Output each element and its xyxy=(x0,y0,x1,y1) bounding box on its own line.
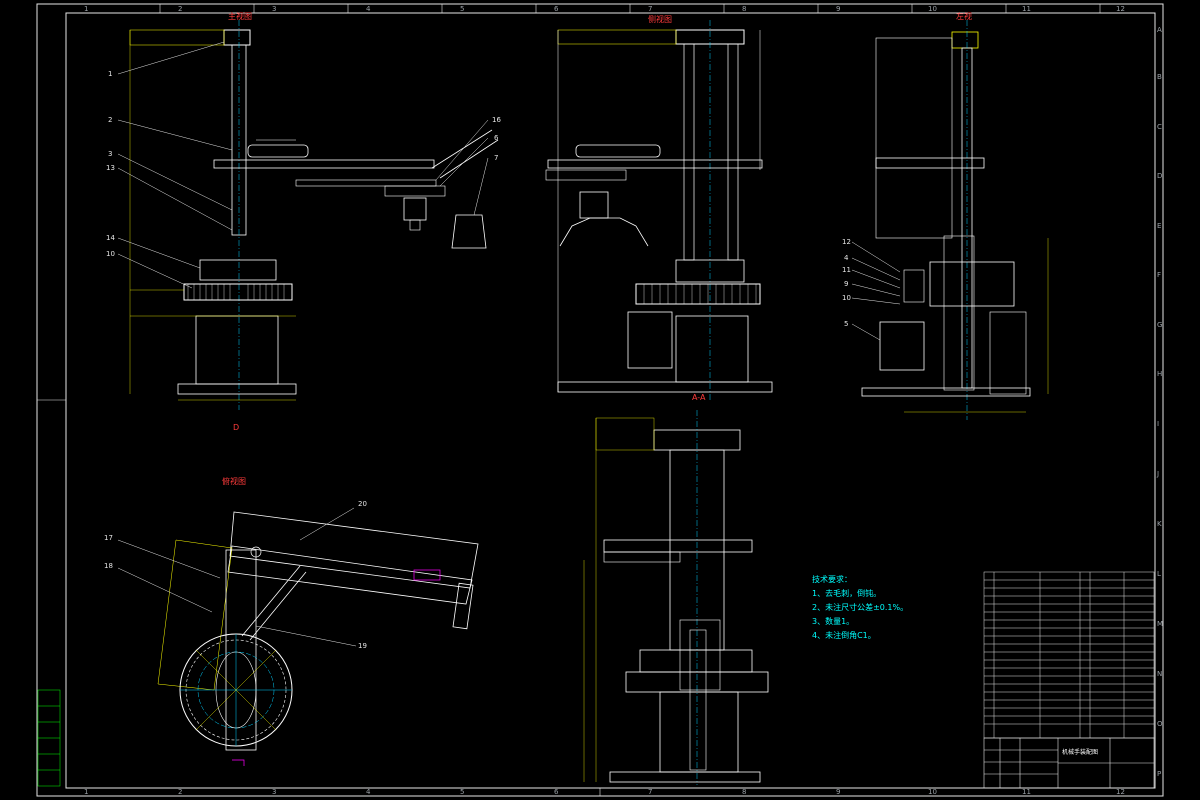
col-label-9-bottom: 9 xyxy=(836,788,840,796)
top-ruler xyxy=(66,4,1155,14)
row-label-F: F xyxy=(1157,271,1161,279)
callout-10: 10 xyxy=(106,250,115,258)
row-label-P: P xyxy=(1157,770,1161,778)
callout-17: 17 xyxy=(104,534,113,542)
callout-12: 12 xyxy=(842,238,851,246)
callout-10-left: 10 xyxy=(842,294,851,302)
callout-11: 11 xyxy=(842,266,851,274)
col-label-12-bottom: 12 xyxy=(1116,788,1125,796)
callout-7: 7 xyxy=(494,154,498,162)
left-signature-strip xyxy=(37,689,61,787)
section-mark-D: D xyxy=(233,423,239,432)
requirement-1: 1、去毛刺，倒钝。 xyxy=(812,588,881,598)
col-label-8-bottom: 8 xyxy=(742,788,746,796)
requirements-title: 技术要求： xyxy=(812,574,852,584)
top-ruler-labels: 1 2 3 4 5 6 7 8 9 10 11 12 1 2 3 4 5 6 7… xyxy=(84,5,1125,796)
row-label-D: D xyxy=(1157,172,1162,180)
col-label-1: 1 xyxy=(84,5,88,13)
technical-requirements: 技术要求： 1、去毛刺，倒钝。 2、未注尺寸公差±0.1%。 3、数量1。 4、… xyxy=(812,574,908,640)
callout-5: 5 xyxy=(844,320,848,328)
callout-2: 2 xyxy=(108,116,112,124)
requirement-4: 4、未注倒角C1。 xyxy=(812,630,876,640)
col-label-3: 3 xyxy=(272,5,276,13)
left-view-title: 左视 xyxy=(956,11,972,21)
callout-1: 1 xyxy=(108,70,112,78)
section-view: A-A xyxy=(583,393,769,785)
requirement-3: 3、数量1。 xyxy=(812,616,854,626)
right-ruler-labels: A B C D E F G H I J K L M N O P xyxy=(1156,26,1163,778)
callout-20: 20 xyxy=(358,500,367,508)
col-label-6-bottom: 6 xyxy=(554,788,559,796)
col-label-10: 10 xyxy=(928,5,937,13)
row-label-J: J xyxy=(1156,470,1159,478)
col-label-11: 11 xyxy=(1022,5,1031,13)
row-label-N: N xyxy=(1157,670,1162,678)
callout-4: 4 xyxy=(844,254,849,262)
col-label-4-bottom: 4 xyxy=(366,788,371,796)
row-label-M: M xyxy=(1157,620,1163,628)
section-view-title: A-A xyxy=(692,393,706,402)
callout-16: 16 xyxy=(492,116,501,124)
col-label-10-bottom: 10 xyxy=(928,788,937,796)
side-view: 侧视图 xyxy=(545,14,773,400)
row-label-E: E xyxy=(1157,222,1161,230)
row-label-G: G xyxy=(1157,321,1162,329)
row-label-I: I xyxy=(1157,420,1159,428)
callout-19: 19 xyxy=(358,642,367,650)
col-label-7-bottom: 7 xyxy=(648,788,652,796)
callout-14: 14 xyxy=(106,234,115,242)
row-label-A: A xyxy=(1157,26,1162,34)
top-view: 俯视图 20 17 18 19 xyxy=(104,476,479,766)
col-label-11-bottom: 11 xyxy=(1022,788,1031,796)
row-label-L: L xyxy=(1157,570,1161,578)
callout-9: 9 xyxy=(844,280,848,288)
callout-13: 13 xyxy=(106,164,115,172)
col-label-5-bottom: 5 xyxy=(460,788,464,796)
row-label-O: O xyxy=(1157,720,1163,728)
col-label-8: 8 xyxy=(742,5,746,13)
row-label-H: H xyxy=(1157,370,1162,378)
top-view-title: 俯视图 xyxy=(222,476,246,486)
title-block xyxy=(983,737,1155,789)
col-label-12: 12 xyxy=(1116,5,1125,13)
callout-6: 6 xyxy=(494,134,499,142)
col-label-4: 4 xyxy=(366,5,371,13)
col-label-6: 6 xyxy=(554,5,559,13)
parts-list xyxy=(983,571,1155,739)
requirement-2: 2、未注尺寸公差±0.1%。 xyxy=(812,602,908,612)
col-label-9: 9 xyxy=(836,5,840,13)
callout-3: 3 xyxy=(108,150,112,158)
row-label-B: B xyxy=(1157,73,1162,81)
col-label-1-bottom: 1 xyxy=(84,788,88,796)
row-label-C: C xyxy=(1157,123,1162,131)
col-label-2-bottom: 2 xyxy=(178,788,182,796)
col-label-2: 2 xyxy=(178,5,182,13)
col-label-5: 5 xyxy=(460,5,464,13)
side-view-title: 侧视图 xyxy=(648,14,672,24)
drawing-name: 机械手装配图 xyxy=(1062,748,1098,756)
front-view: 主视图 D xyxy=(106,11,501,432)
col-label-7: 7 xyxy=(648,5,652,13)
front-view-title: 主视图 xyxy=(228,11,252,21)
col-label-3-bottom: 3 xyxy=(272,788,276,796)
left-view: 左视 12 4 11 9 10 5 xyxy=(842,11,1049,420)
row-label-K: K xyxy=(1157,520,1162,528)
inner-frame xyxy=(65,12,1156,789)
callout-18: 18 xyxy=(104,562,113,570)
